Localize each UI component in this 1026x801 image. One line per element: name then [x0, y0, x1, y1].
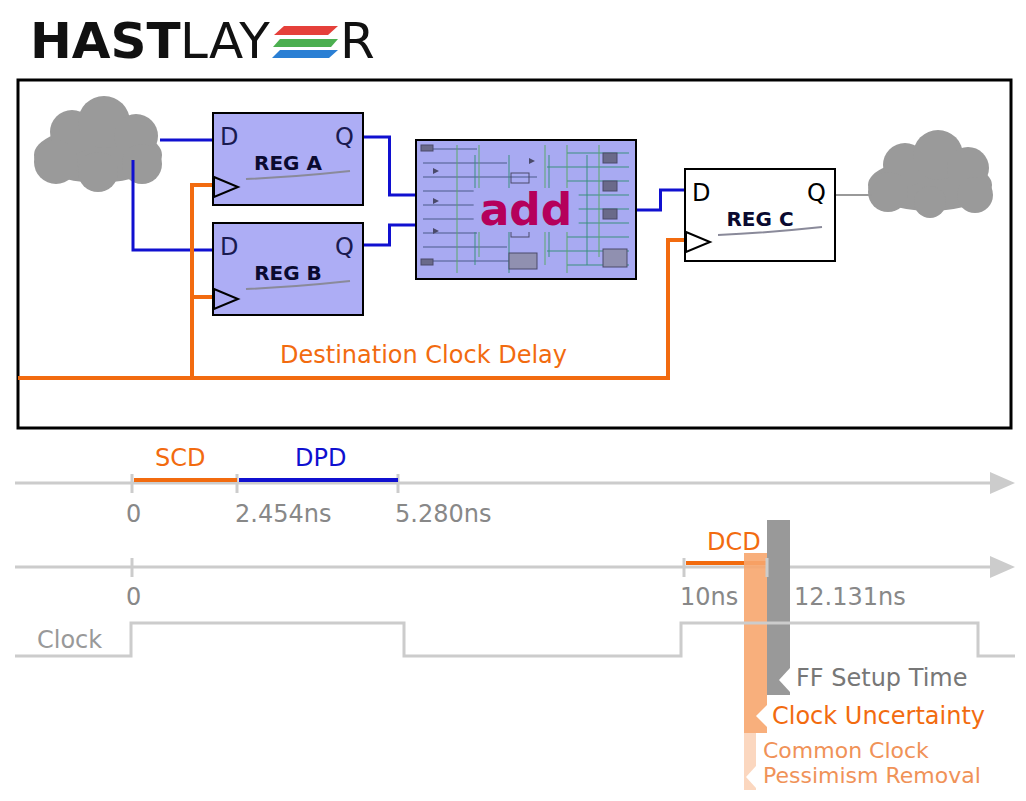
- pin-name: D: [220, 125, 238, 149]
- cppr-bar: [744, 733, 756, 790]
- register-name: REG A: [254, 153, 322, 173]
- frame: [18, 80, 1011, 428]
- dpd-span: [239, 478, 398, 482]
- pin-name: Q: [807, 181, 826, 205]
- pointer-notch: [779, 668, 790, 692]
- cloud-symbol: [34, 96, 162, 192]
- register-box: D Q REG A: [212, 112, 364, 206]
- axis-tick: [131, 558, 134, 577]
- logo-text: R: [340, 16, 375, 66]
- clock-waveform: [15, 623, 1015, 656]
- pointer-notch: [746, 766, 756, 788]
- setup-bar: [767, 520, 790, 695]
- pin-name: D: [692, 181, 710, 205]
- register-name: REG C: [726, 209, 793, 229]
- clock-input-symbol: [214, 289, 238, 309]
- logo-stripe: [272, 50, 338, 58]
- time-axis: [15, 566, 992, 569]
- span-label: DCD: [707, 530, 761, 554]
- scd-span: [134, 478, 237, 482]
- clock-input-symbol: [214, 177, 238, 197]
- axis-tick: [397, 474, 400, 493]
- axis-arrowhead: [990, 472, 1015, 494]
- register-box: D Q REG B: [212, 222, 364, 316]
- clock-wire: [192, 185, 212, 378]
- register-box: D Q REG C: [684, 168, 836, 262]
- pin-name: Q: [335, 125, 354, 149]
- logo-stripe: [273, 39, 338, 47]
- logo-text: LAY: [180, 16, 270, 66]
- output-wire: [836, 194, 872, 196]
- time-value: 0: [126, 585, 141, 609]
- data-wire: [364, 225, 415, 245]
- margin-label: Common Clock Pessimism Removal: [763, 738, 1013, 789]
- axis-tick: [236, 474, 239, 493]
- span-label: SCD: [155, 446, 205, 470]
- time-value: 5.280ns: [395, 502, 491, 526]
- pin-name: D: [220, 235, 238, 259]
- margin-label: Clock Uncertainty: [772, 704, 985, 728]
- adder-block: add: [415, 139, 637, 280]
- wire-label: Destination Clock Delay: [280, 343, 567, 367]
- circuit-pattern: [421, 145, 629, 273]
- uncertainty-bar: [744, 553, 767, 733]
- signal-name: Clock: [37, 628, 102, 652]
- time-value: 10ns: [680, 585, 738, 609]
- time-value: 0: [126, 502, 141, 526]
- data-wire: [364, 137, 415, 195]
- axis-arrowhead: [990, 556, 1015, 578]
- axis-tick: [683, 558, 686, 577]
- register-name: REG B: [254, 263, 322, 283]
- clock-input-symbol: [686, 232, 710, 252]
- data-wire: [637, 190, 684, 210]
- axis-tick: [766, 558, 769, 577]
- margin-label: FF Setup Time: [796, 666, 967, 690]
- time-value: 2.454ns: [235, 502, 331, 526]
- data-wire: [160, 139, 212, 142]
- logo-text: HAST: [30, 16, 181, 66]
- span-label: DPD: [295, 446, 346, 470]
- axis-tick: [131, 474, 134, 493]
- cloud-symbol: [868, 130, 993, 218]
- pin-name: Q: [335, 235, 354, 259]
- pointer-notch: [756, 705, 767, 727]
- time-value: 12.131ns: [794, 585, 906, 609]
- clock-wire: [192, 295, 212, 299]
- operation-name: add: [474, 188, 579, 232]
- data-wire: [133, 160, 212, 250]
- logo-stripe: [274, 26, 338, 35]
